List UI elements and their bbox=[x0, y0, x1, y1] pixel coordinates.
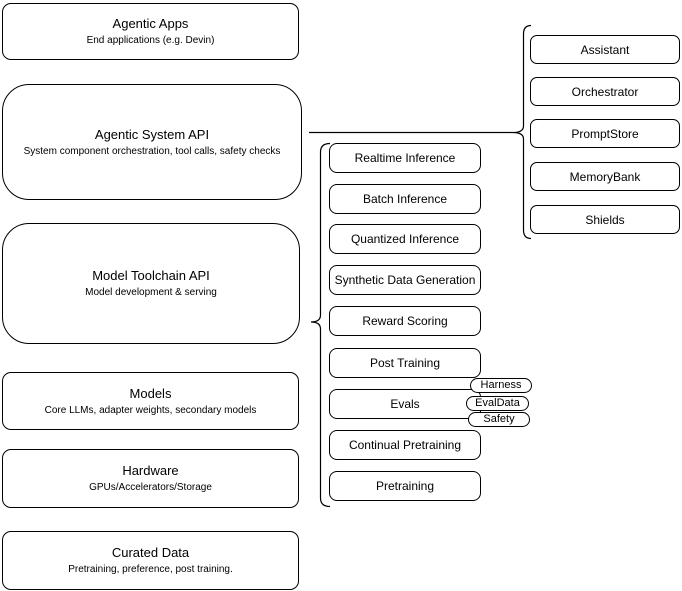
tag-safety: Safety bbox=[468, 412, 530, 427]
node-title: Agentic System API bbox=[94, 126, 210, 142]
toolchain-brace bbox=[310, 142, 331, 508]
tag-harness: Harness bbox=[470, 378, 532, 393]
node-memorybank: MemoryBank bbox=[530, 162, 680, 191]
node-models: Models Core LLMs, adapter weights, secon… bbox=[2, 372, 299, 430]
node-promptstore: PromptStore bbox=[530, 119, 680, 148]
node-synthetic-data-generation: Synthetic Data Generation bbox=[329, 265, 481, 295]
node-realtime-inference: Realtime Inference bbox=[329, 143, 481, 173]
tag-evaldata: EvalData bbox=[466, 396, 529, 411]
node-batch-inference: Batch Inference bbox=[329, 184, 481, 214]
node-quantized-inference: Quantized Inference bbox=[329, 224, 481, 254]
node-subtitle: End applications (e.g. Devin) bbox=[86, 35, 215, 46]
node-title: Model Toolchain API bbox=[92, 268, 210, 283]
node-hardware: Hardware GPUs/Accelerators/Storage bbox=[2, 449, 299, 508]
node-pretraining: Pretraining bbox=[329, 471, 481, 501]
node-title: Models bbox=[129, 385, 172, 401]
node-title: Agentic Apps bbox=[112, 16, 189, 31]
node-subtitle: Model development & serving bbox=[85, 287, 217, 298]
node-agentic-apps: Agentic Apps End applications (e.g. Devi… bbox=[2, 3, 299, 60]
node-model-toolchain-api: Model Toolchain API Model development & … bbox=[2, 223, 300, 344]
node-orchestrator: Orchestrator bbox=[530, 77, 680, 106]
node-assistant: Assistant bbox=[530, 35, 680, 64]
node-agentic-system-api: Agentic System API System component orch… bbox=[2, 84, 302, 200]
node-post-training: Post Training bbox=[329, 348, 481, 378]
node-evals: Evals bbox=[329, 389, 481, 419]
node-continual-pretraining: Continual Pretraining bbox=[329, 430, 481, 460]
node-subtitle: Core LLMs, adapter weights, secondary mo… bbox=[44, 404, 257, 416]
system-components-brace bbox=[512, 24, 532, 240]
node-title: Curated Data bbox=[111, 545, 190, 560]
node-subtitle: GPUs/Accelerators/Storage bbox=[89, 482, 212, 493]
node-reward-scoring: Reward Scoring bbox=[329, 306, 481, 336]
node-subtitle: System component orchestration, tool cal… bbox=[23, 145, 281, 157]
node-shields: Shields bbox=[530, 205, 680, 234]
node-title: Hardware bbox=[122, 463, 179, 478]
node-subtitle: Pretraining, preference, post training. bbox=[68, 564, 233, 575]
node-curated-data: Curated Data Pretraining, preference, po… bbox=[2, 531, 299, 590]
